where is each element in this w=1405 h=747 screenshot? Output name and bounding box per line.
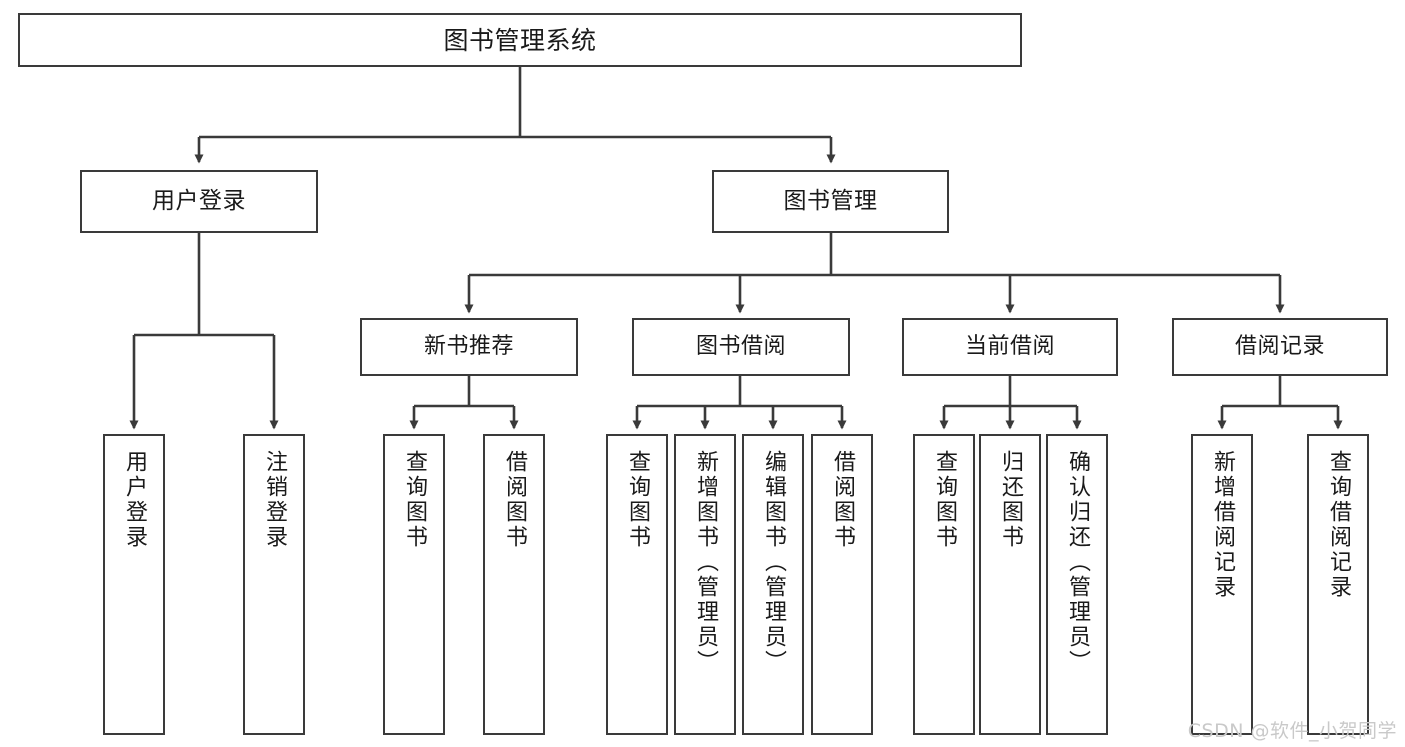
- node-label: 当前借阅: [964, 334, 1055, 360]
- watermark: CSDN @软件_小贺同学: [1187, 720, 1397, 742]
- leaf-confirm-return-admin[interactable]: 确认归还（管理员）: [1046, 434, 1108, 735]
- node-label: 借阅图书: [502, 450, 527, 550]
- node-current-borrow[interactable]: 当前借阅: [902, 318, 1118, 376]
- node-label: 查询图书: [932, 450, 957, 550]
- node-label: 图书管理: [783, 188, 878, 215]
- leaf-borrow-book[interactable]: 借阅图书: [811, 434, 873, 735]
- node-label: 图书借阅: [695, 334, 786, 360]
- node-label: 查询借阅记录: [1326, 450, 1351, 600]
- node-borrow-record[interactable]: 借阅记录: [1172, 318, 1388, 376]
- leaf-borrow-book-newbook[interactable]: 借阅图书: [483, 434, 545, 735]
- node-label: 新增借阅记录: [1210, 450, 1235, 600]
- node-new-book-recommend[interactable]: 新书推荐: [360, 318, 578, 376]
- node-label: 图书管理系统: [443, 25, 597, 55]
- leaf-logout[interactable]: 注销登录: [243, 434, 305, 735]
- node-book-borrow[interactable]: 图书借阅: [632, 318, 850, 376]
- node-label: 用户登录: [152, 188, 246, 215]
- node-label: 查询图书: [402, 450, 427, 550]
- node-label: 新增图书（管理员）: [693, 450, 718, 675]
- node-label: 借阅记录: [1234, 334, 1325, 360]
- leaf-query-borrow-record[interactable]: 查询借阅记录: [1307, 434, 1369, 735]
- leaf-add-borrow-record[interactable]: 新增借阅记录: [1191, 434, 1253, 735]
- node-label: 新书推荐: [423, 334, 514, 360]
- leaf-add-book-admin[interactable]: 新增图书（管理员）: [674, 434, 736, 735]
- leaf-query-book-borrow[interactable]: 查询图书: [606, 434, 668, 735]
- leaf-edit-book-admin[interactable]: 编辑图书（管理员）: [742, 434, 804, 735]
- node-label: 用户登录: [122, 450, 147, 550]
- node-label: 查询图书: [625, 450, 650, 550]
- node-label: 注销登录: [262, 450, 287, 550]
- leaf-query-book-current[interactable]: 查询图书: [913, 434, 975, 735]
- node-book-management[interactable]: 图书管理: [712, 170, 949, 233]
- leaf-user-login[interactable]: 用户登录: [103, 434, 165, 735]
- node-user-login[interactable]: 用户登录: [80, 170, 318, 233]
- node-label: 确认归还（管理员）: [1065, 450, 1090, 675]
- node-label: 归还图书: [998, 450, 1023, 550]
- node-root-system[interactable]: 图书管理系统: [18, 13, 1022, 67]
- node-label: 编辑图书（管理员）: [761, 450, 786, 675]
- leaf-return-book[interactable]: 归还图书: [979, 434, 1041, 735]
- leaf-query-book-newbook[interactable]: 查询图书: [383, 434, 445, 735]
- node-label: 借阅图书: [830, 450, 855, 550]
